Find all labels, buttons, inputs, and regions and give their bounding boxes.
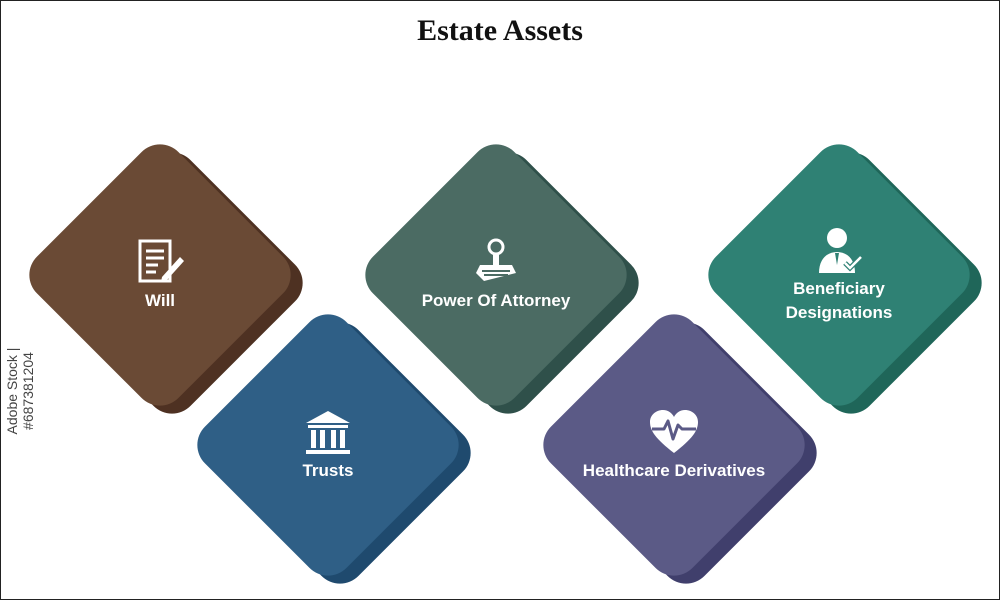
watermark-text: Adobe Stock | #687381204 bbox=[4, 347, 36, 435]
page-title: Estate Assets bbox=[417, 14, 583, 47]
tile-content: Beneficiary Designations bbox=[699, 175, 979, 375]
tile-power-of-attorney: Power Of Attorney bbox=[354, 133, 650, 425]
tile-content: Trusts bbox=[188, 345, 468, 545]
person-check-icon bbox=[819, 228, 863, 273]
bank-building-icon bbox=[306, 411, 350, 454]
stamp-icon bbox=[476, 238, 516, 281]
tile-content: Will bbox=[20, 175, 300, 375]
tile-trusts: Trusts bbox=[186, 303, 482, 595]
tile-content: Power Of Attorney bbox=[356, 175, 636, 375]
tile-label: Healthcare Derivatives bbox=[582, 461, 766, 480]
tile-label: Trusts bbox=[302, 461, 354, 480]
document-pen-icon bbox=[138, 239, 184, 283]
tile-beneficiary-designations: Beneficiary Designations bbox=[697, 133, 993, 425]
heart-pulse-icon bbox=[650, 410, 698, 453]
tile-label: Will bbox=[144, 291, 176, 310]
tile-content: Healthcare Derivatives bbox=[534, 345, 814, 545]
tile-label: Beneficiary Designations bbox=[785, 279, 893, 322]
tile-healthcare-derivatives: Healthcare Derivatives bbox=[532, 303, 828, 595]
tile-label: Power Of Attorney bbox=[421, 291, 571, 310]
tile-will: Will bbox=[18, 133, 314, 425]
